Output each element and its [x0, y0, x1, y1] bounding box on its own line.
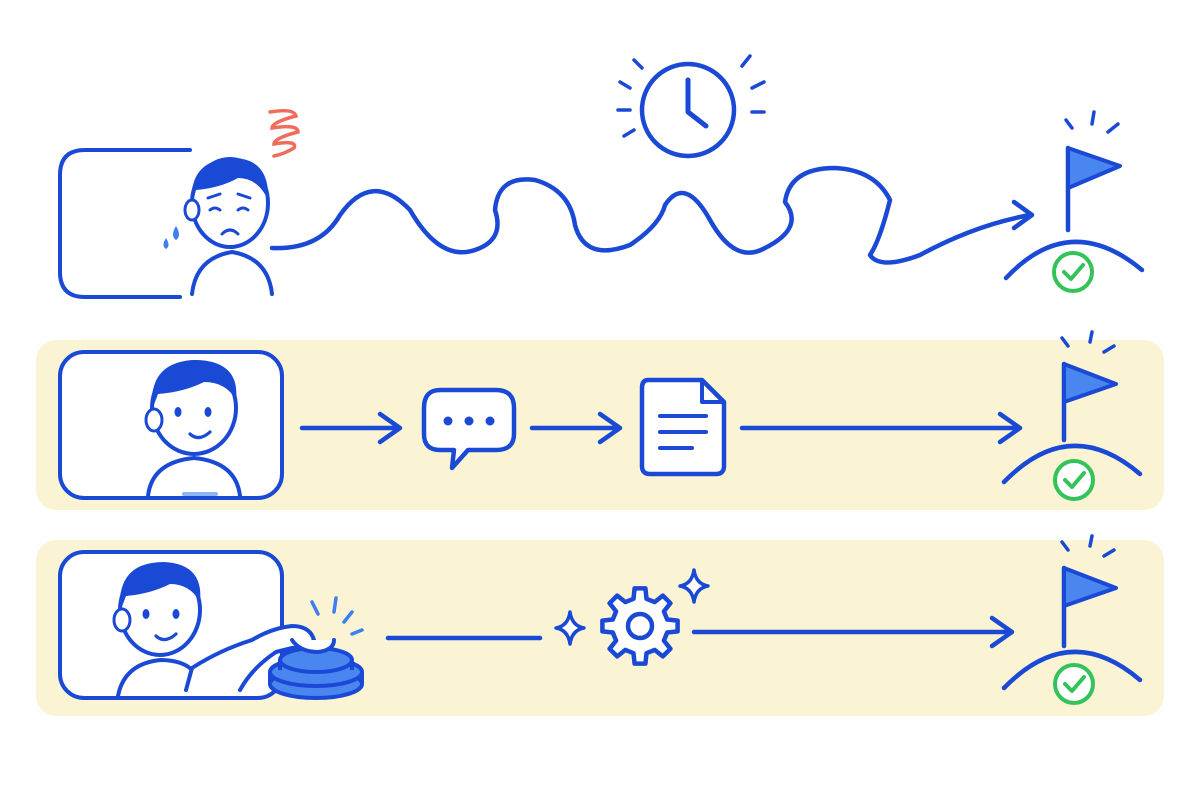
person-shoulders: [190, 249, 274, 296]
person-eye-left: [174, 407, 182, 417]
person-hair: [191, 158, 269, 205]
person-eye-right: [236, 206, 250, 212]
winding-path-line: [269, 165, 1033, 265]
smile-mouth: [188, 430, 212, 440]
chat-bubble-icon: [421, 387, 517, 471]
person-shoulders: [146, 455, 242, 498]
person-shoulders: [116, 657, 196, 698]
worried-mouth: [220, 228, 240, 236]
flow-arrow: [529, 411, 623, 445]
stress-squiggle-icon: [268, 108, 300, 158]
person-eye-right: [172, 609, 180, 619]
worried-brow-right: [236, 192, 252, 200]
push-button-icon: [268, 596, 364, 700]
button-finger: [290, 638, 336, 655]
person-arm: [184, 624, 316, 692]
path-arrowhead: [1011, 199, 1035, 231]
person-eye-left: [142, 609, 150, 619]
person-ear: [112, 607, 132, 633]
document-icon: [639, 377, 727, 477]
sweat-drop-icon: [173, 226, 179, 240]
flow-arrow: [739, 411, 1023, 445]
row-one-click-path: [36, 534, 1164, 716]
clock-icon: [616, 54, 766, 159]
row-conversation-path: [36, 330, 1164, 510]
sparkle-icon: [678, 568, 710, 604]
person-ear: [183, 198, 201, 222]
press-burst-lines: [310, 596, 364, 636]
person-hair: [119, 562, 201, 612]
goal-flag-with-check: [1001, 534, 1143, 705]
flag-icon: [1062, 362, 1118, 404]
flow-arrow: [299, 411, 403, 445]
person-hair: [151, 360, 237, 410]
sweat-drop-icon: [163, 238, 169, 249]
smile-mouth: [154, 632, 178, 642]
smiling-person: [144, 360, 242, 498]
smiling-person: [112, 562, 316, 698]
worried-brow-left: [206, 192, 222, 200]
person-eye-right: [204, 407, 212, 417]
row-slow-path: [58, 54, 1145, 299]
check-circle-icon: [1053, 663, 1095, 705]
gear-icon: [600, 586, 680, 666]
sparkle-icon: [554, 610, 586, 646]
row-band: [36, 340, 1164, 510]
goal-flag-with-check: [1003, 110, 1145, 293]
flow-arrow: [691, 615, 1015, 649]
person-frame: [58, 148, 192, 299]
check-circle-icon: [1052, 251, 1094, 293]
worried-person: [163, 157, 274, 296]
flag-icon: [1062, 566, 1118, 608]
person-eye-left: [208, 206, 222, 212]
flag-icon: [1066, 146, 1122, 190]
person-ear: [144, 407, 164, 433]
check-circle-icon: [1053, 459, 1095, 501]
goal-flag-with-check: [1001, 330, 1143, 501]
